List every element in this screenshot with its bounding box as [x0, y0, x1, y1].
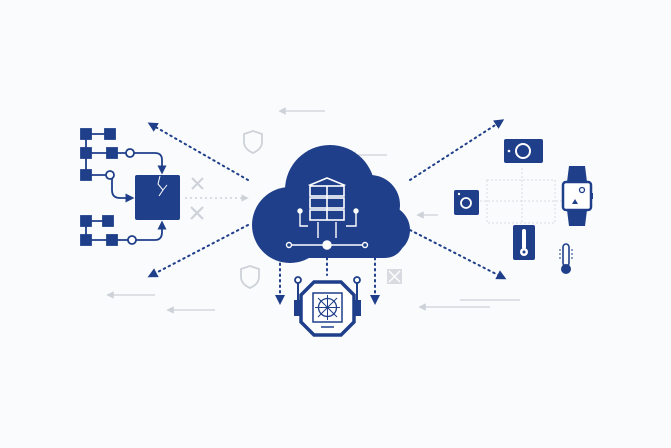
server-icon [307, 177, 347, 221]
chip-icon [294, 276, 361, 337]
broken-image-icon [387, 269, 402, 284]
thermometer-icon [559, 243, 573, 274]
node-tree-icon [80, 128, 167, 246]
camera-icon [454, 190, 479, 215]
smartwatch-icon [561, 166, 593, 226]
wrench-icon [190, 206, 204, 220]
background-arrows [106, 107, 520, 314]
dotted-arrows [147, 119, 507, 305]
shield-icon [240, 130, 263, 289]
network-lines [285, 208, 369, 250]
close-icon [191, 177, 204, 190]
thermometer-icon [513, 225, 535, 260]
camera-icon [504, 139, 543, 163]
broken-block-icon [135, 175, 180, 220]
device-grid [480, 168, 562, 224]
